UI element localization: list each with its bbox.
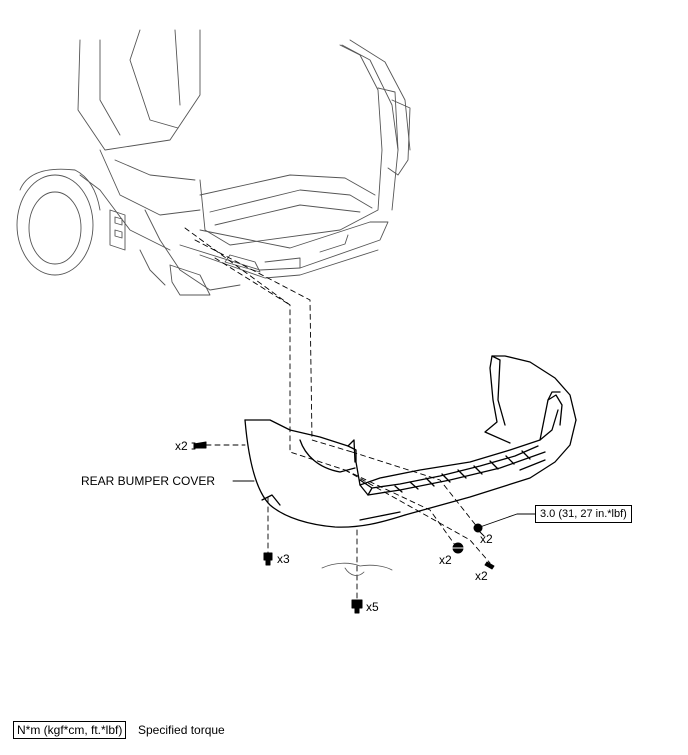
clip-location-ghost xyxy=(321,562,393,576)
torque-spec-box: 3.0 (31, 27 in.*lbf) xyxy=(535,505,632,523)
fastener-screw-upper-left xyxy=(191,441,207,450)
vehicle-rear-ghost xyxy=(16,29,411,296)
qty-label-bolt-torque: x2 xyxy=(480,532,493,546)
alignment-dashed-lines xyxy=(184,227,491,599)
fastener-clip-lower xyxy=(263,552,273,566)
part-name-label: REAR BUMPER COVER xyxy=(81,474,216,488)
fastener-screw-right xyxy=(484,561,495,570)
qty-label-clips-bottom: x5 xyxy=(366,600,379,614)
fastener-bolt-middle xyxy=(451,542,465,554)
rear-bumper-cover-drawing xyxy=(244,355,577,528)
fastener-clip-bottom xyxy=(351,599,363,614)
legend-description: Specified torque xyxy=(138,723,225,737)
leader-lines xyxy=(232,480,536,528)
qty-label-clips-lower: x3 xyxy=(277,552,290,566)
qty-label-screw-right: x2 xyxy=(475,569,488,583)
legend-unit-box: N*m (kgf*cm, ft.*lbf) xyxy=(13,721,127,739)
qty-label-bolt-middle: x2 xyxy=(439,553,452,567)
fastener-bolt-torque xyxy=(473,523,485,537)
qty-label-upper-left: x2 xyxy=(175,439,188,453)
